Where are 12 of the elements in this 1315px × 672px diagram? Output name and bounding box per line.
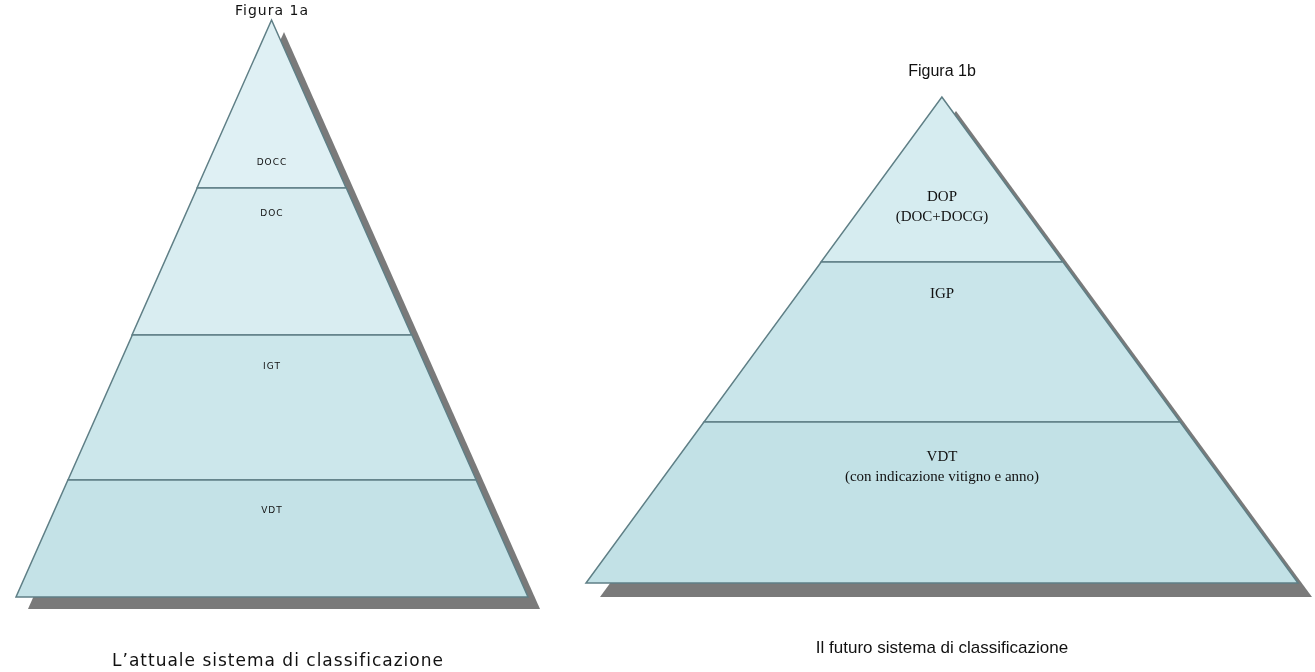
figure-caption: L’attuale sistema di classificazione: [112, 650, 444, 670]
tier-label: (con indicazione vitigno e anno): [844, 466, 1040, 486]
figure-title: Figura 1b: [908, 62, 976, 80]
tier-label: (DOC+DOCG): [895, 206, 989, 226]
tier-label: IGT: [263, 361, 281, 373]
tier-label: VDT: [926, 447, 958, 466]
tier-label: DOC: [260, 208, 284, 220]
tier-label: DOCC: [256, 157, 288, 169]
figure-caption: Il futuro sistema di classificazione: [815, 638, 1069, 658]
tier-label: DOP: [926, 187, 957, 206]
tier-label: IGP: [929, 284, 955, 303]
tier-label: VDT: [261, 505, 283, 517]
